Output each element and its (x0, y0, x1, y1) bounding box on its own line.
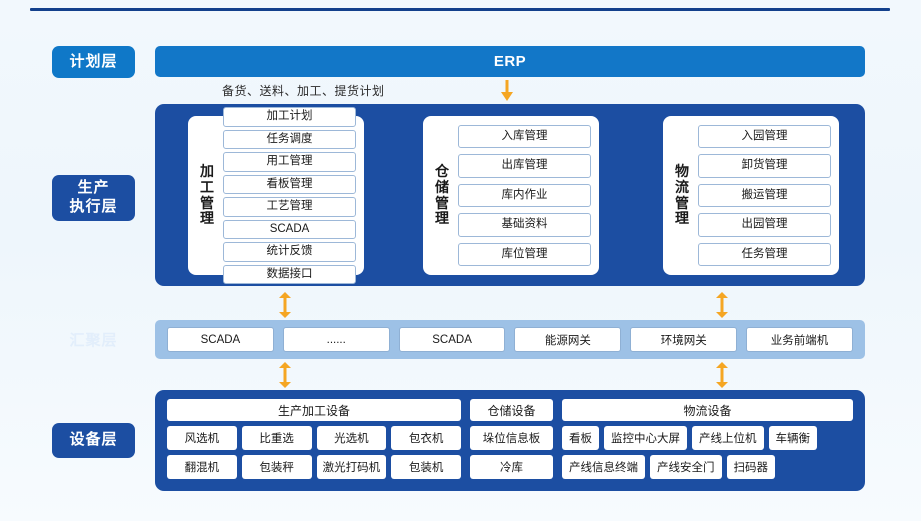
aggregation-layer-bar: SCADA ...... SCADA 能源网关 环境网关 业务前端机 (155, 320, 865, 359)
device-group-storage: 仓储设备 垛位信息板 冷库 (470, 399, 553, 482)
bidirectional-arrow-icon (279, 292, 291, 318)
device-row: 垛位信息板 (470, 426, 553, 450)
device-group-production: 生产加工设备 风选机 比重选 光选机 包衣机 翻混机 包装秤 激光打码机 包装机 (167, 399, 461, 482)
device-cell[interactable]: 车辆衡 (768, 426, 817, 450)
erp-bar[interactable]: ERP (155, 46, 865, 77)
module-item[interactable]: 搬运管理 (698, 183, 831, 208)
module-card-title: 仓储管理 (435, 163, 449, 227)
device-cell[interactable]: 冷库 (470, 455, 553, 479)
device-cell[interactable]: 激光打码机 (316, 455, 387, 479)
device-group-header: 物流设备 (562, 399, 853, 421)
module-item[interactable]: 看板管理 (223, 174, 356, 194)
aggregation-item[interactable]: 环境网关 (630, 327, 738, 352)
aggregation-item[interactable]: 能源网关 (514, 327, 622, 352)
device-row: 产线信息终端 产线安全门 扫码器 (562, 455, 853, 479)
module-item[interactable]: 数据接口 (223, 264, 356, 284)
device-cell[interactable]: 包装机 (391, 455, 461, 479)
device-group-header: 仓储设备 (470, 399, 553, 421)
arrow-down-icon (501, 80, 513, 101)
module-item[interactable]: 入库管理 (458, 124, 591, 149)
device-group-header: 生产加工设备 (167, 399, 461, 421)
aggregation-item[interactable]: SCADA (167, 327, 274, 352)
aggregation-item[interactable]: 业务前端机 (746, 327, 853, 352)
device-cell[interactable]: 包装秤 (241, 455, 312, 479)
layer-badge-execution-line2: 执行层 (69, 198, 118, 215)
aggregation-item[interactable]: SCADA (398, 327, 506, 352)
aggregation-item[interactable]: ...... (282, 327, 390, 352)
module-item[interactable]: 工艺管理 (223, 197, 356, 217)
module-item[interactable]: 任务管理 (698, 242, 831, 267)
erp-label: ERP (493, 53, 527, 70)
device-row: 风选机 比重选 光选机 包衣机 (167, 426, 461, 450)
layer-badge-execution-line1: 生产 (77, 179, 110, 197)
layer-badge-plan-label: 计划层 (69, 52, 118, 70)
module-item-list: 加工计划 任务调度 用工管理 看板管理 工艺管理 SCADA 统计反馈 数据接口 (223, 107, 356, 284)
device-cell[interactable]: 监控中心大屏 (604, 426, 687, 450)
module-item[interactable]: 出园管理 (698, 213, 831, 237)
module-item-list: 入库管理 出库管理 库内作业 基础资料 库位管理 (458, 122, 591, 269)
module-item[interactable]: 统计反馈 (223, 242, 356, 262)
device-cell[interactable]: 看板 (562, 426, 599, 450)
module-item[interactable]: 库位管理 (458, 242, 591, 267)
device-cell[interactable]: 垛位信息板 (470, 426, 553, 450)
module-item[interactable]: 基础资料 (458, 213, 591, 237)
module-card-processing: 加工管理 加工计划 任务调度 用工管理 看板管理 工艺管理 SCADA 统计反馈… (188, 107, 364, 284)
module-card-logistics: 物流管理 入园管理 卸货管理 搬运管理 出园管理 任务管理 (663, 116, 839, 275)
layer-badge-aggregation: 汇聚层 (52, 325, 135, 353)
device-cell[interactable]: 翻混机 (167, 455, 237, 479)
device-cell[interactable]: 比重选 (241, 426, 312, 450)
device-cell[interactable]: 产线安全门 (650, 455, 722, 479)
bidirectional-arrow-icon (716, 362, 728, 388)
device-cell[interactable]: 风选机 (167, 426, 237, 450)
module-item[interactable]: 卸货管理 (698, 154, 831, 178)
device-group-logistics: 物流设备 看板 监控中心大屏 产线上位机 车辆衡 产线信息终端 产线安全门 扫码… (562, 399, 853, 482)
device-row: 冷库 (470, 455, 553, 479)
flow-caption: 备货、送料、加工、提货计划 (222, 84, 385, 98)
module-item[interactable]: 用工管理 (223, 152, 356, 172)
layer-badge-device: 设备层 (52, 423, 135, 458)
device-cell[interactable]: 光选机 (316, 426, 387, 450)
execution-layer-panel: 加工管理 加工计划 任务调度 用工管理 看板管理 工艺管理 SCADA 统计反馈… (155, 104, 865, 286)
layer-badge-execution: 生产 执行层 (52, 175, 135, 221)
bidirectional-arrow-icon (279, 362, 291, 388)
bidirectional-arrow-icon (716, 292, 728, 318)
module-item[interactable]: 加工计划 (223, 107, 356, 127)
device-row: 翻混机 包装秤 激光打码机 包装机 (167, 455, 461, 479)
module-card-title: 加工管理 (200, 163, 214, 227)
device-cell[interactable]: 包衣机 (391, 426, 461, 450)
module-item[interactable]: SCADA (223, 219, 356, 239)
layer-badge-plan: 计划层 (52, 46, 135, 78)
device-layer-panel: 生产加工设备 风选机 比重选 光选机 包衣机 翻混机 包装秤 激光打码机 包装机… (155, 390, 865, 491)
device-cell[interactable]: 产线上位机 (692, 426, 764, 450)
layer-badge-aggregation-label: 汇聚层 (69, 331, 118, 349)
header-divider (30, 8, 890, 11)
module-item[interactable]: 库内作业 (458, 183, 591, 208)
module-item[interactable]: 入园管理 (698, 124, 831, 149)
module-item[interactable]: 出库管理 (458, 154, 591, 178)
device-row: 看板 监控中心大屏 产线上位机 车辆衡 (562, 426, 853, 450)
module-card-warehouse: 仓储管理 入库管理 出库管理 库内作业 基础资料 库位管理 (423, 116, 599, 275)
layer-badge-device-label: 设备层 (69, 431, 118, 449)
device-cell[interactable]: 扫码器 (726, 455, 775, 479)
module-card-title: 物流管理 (675, 163, 689, 227)
module-item-list: 入园管理 卸货管理 搬运管理 出园管理 任务管理 (698, 122, 831, 269)
module-item[interactable]: 任务调度 (223, 129, 356, 149)
device-cell[interactable]: 产线信息终端 (562, 455, 645, 479)
